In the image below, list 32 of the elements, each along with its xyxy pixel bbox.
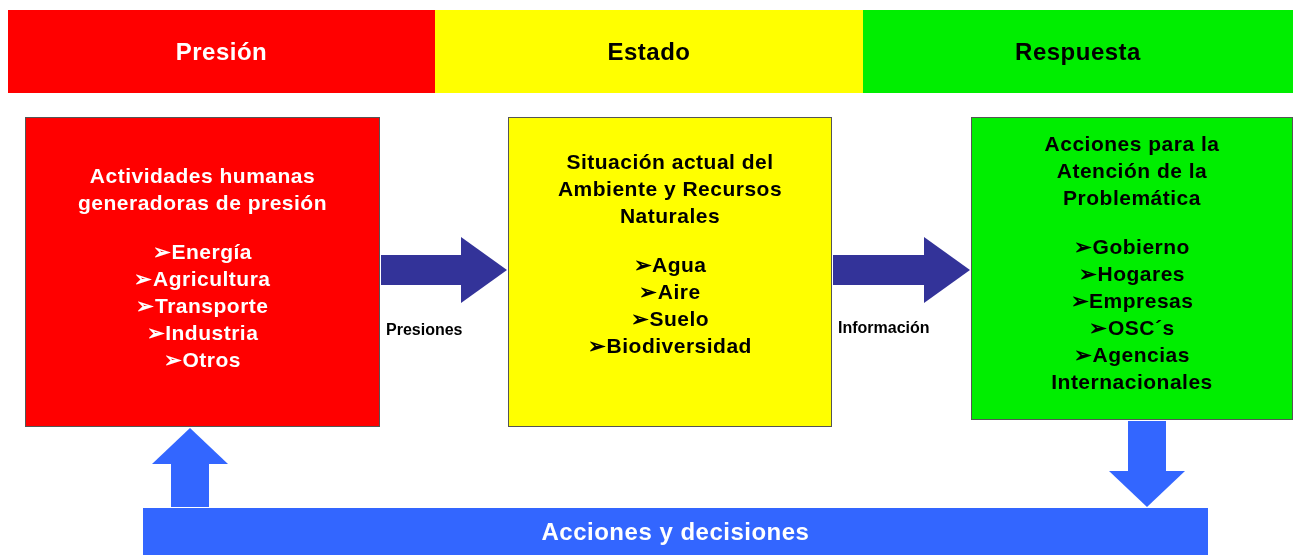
list-item: ➢Otros [164, 347, 241, 373]
header-band [435, 10, 863, 93]
list-item: ➢Suelo [630, 306, 710, 332]
list-item: ➢Agencias Internacionales [1050, 342, 1214, 395]
list-item: ➢Gobierno [1074, 234, 1190, 260]
list-item: ➢Transporte [136, 293, 269, 319]
block-arrow [381, 237, 507, 303]
block-arrow [833, 237, 970, 303]
list-item: ➢Agua [633, 252, 707, 278]
box-heading: Actividades humanas generadoras de presión [76, 163, 329, 216]
list-item: ➢Agricultura [134, 266, 271, 292]
list-item: ➢OSC´s [1089, 315, 1175, 341]
list-item: ➢Energía [153, 239, 252, 265]
box-heading: Situación actual del Ambiente y Recursos Naturales [556, 149, 784, 229]
band-title: Respuesta [1015, 38, 1141, 65]
band-title: Acciones y decisiones [541, 518, 810, 545]
content-box [508, 117, 832, 427]
list-item: ➢Hogares [1079, 261, 1185, 287]
content-box [25, 117, 380, 427]
box-heading: Acciones para la Atención de la Problemática [1043, 131, 1221, 211]
block-arrow [152, 428, 228, 507]
header-band [8, 10, 435, 93]
list-item: ➢Biodiversidad [588, 333, 752, 359]
list-item: ➢Industria [146, 320, 259, 346]
band-title: Estado [607, 38, 691, 65]
list-item: ➢Empresas [1070, 288, 1194, 314]
action-bar [143, 508, 1208, 555]
block-arrow [1109, 421, 1185, 507]
content-box [971, 117, 1293, 420]
band-title: Presión [175, 38, 268, 65]
header-band [863, 10, 1293, 93]
list-item: ➢Aire [639, 279, 701, 305]
